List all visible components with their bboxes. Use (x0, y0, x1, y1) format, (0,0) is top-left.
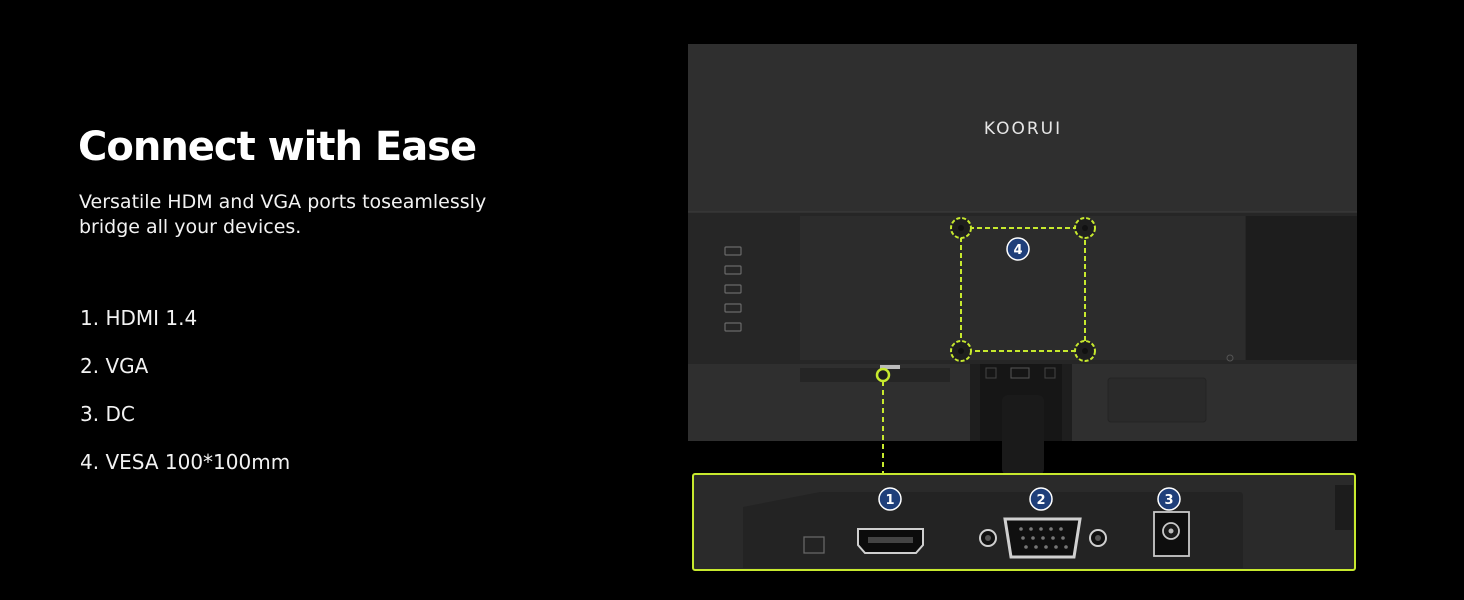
marker-4: 4 (1006, 237, 1030, 261)
subline-line-1: Versatile HDM and VGA ports toseamlessly (79, 191, 487, 213)
feature-vesa: 4. VESA 100*100mm (80, 450, 291, 474)
stand-neck (1002, 395, 1044, 475)
vga-port (979, 517, 1107, 559)
callout-dot (875, 367, 891, 383)
feature-hdmi: 1. HDMI 1.4 (80, 306, 198, 330)
marker-2: 2 (1029, 487, 1053, 511)
right-dark-panel (1246, 216, 1357, 360)
vesa-screw-holes (950, 217, 1096, 362)
hdmi-port (857, 528, 924, 554)
vesa-plate (800, 216, 1245, 360)
brand-logo: KOORUI (984, 119, 1062, 139)
marker-3: 3 (1157, 487, 1181, 511)
feature-list: 1. HDMI 1.4 2. VGA 3. DC 4. VESA 100*100… (80, 306, 290, 498)
marker-3-label: 3 (1164, 493, 1173, 508)
subline-line-2: bridge all your devices. (79, 216, 302, 238)
headline: Connect with Ease (78, 124, 477, 170)
monitor-back-shell (688, 44, 1357, 212)
feature-dc: 3. DC (80, 402, 135, 426)
vesa-square (960, 227, 1086, 352)
marker-1-label: 1 (885, 493, 894, 508)
marker-2-label: 2 (1036, 493, 1045, 508)
dc-port (1153, 511, 1190, 557)
feature-vga: 2. VGA (80, 354, 149, 378)
marker-4-label: 4 (1013, 243, 1022, 258)
subline: Versatile HDM and VGA ports toseamlessly… (79, 190, 539, 240)
side-buttons (724, 246, 742, 332)
monitor-back-illustration: KOORUI 4 (688, 44, 1357, 571)
marker-1: 1 (878, 487, 902, 511)
